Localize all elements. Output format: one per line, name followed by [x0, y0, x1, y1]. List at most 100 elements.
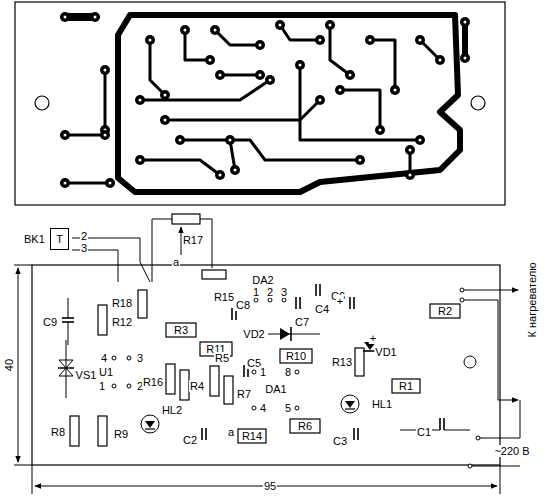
pad-hole	[464, 21, 467, 24]
component-label: R6	[297, 420, 313, 432]
capacitor-symbol	[439, 418, 441, 430]
solder-pad	[375, 125, 385, 135]
component-label: HL1	[371, 398, 393, 410]
resistor-symbol	[430, 304, 460, 318]
component-label: R14	[241, 430, 263, 442]
copper-trace	[300, 65, 420, 140]
component-label: DA2	[251, 274, 274, 286]
led-symbol	[145, 421, 155, 428]
led-symbol	[341, 395, 359, 413]
copper-trace	[280, 25, 320, 40]
capacitor-symbol	[353, 428, 355, 440]
copper-trace	[220, 74, 260, 77]
pad-hole	[339, 89, 342, 92]
capacitor-symbol	[319, 284, 321, 296]
pad-hole	[279, 24, 282, 27]
dimension-line	[18, 268, 19, 462]
component-label: HL2	[161, 404, 183, 416]
pin-or-dimension-label: +	[336, 295, 344, 307]
copper-trace	[215, 30, 260, 45]
copper-trace	[140, 160, 220, 175]
pad-hole	[394, 89, 397, 92]
solder-pad	[335, 85, 345, 95]
resistor-symbol	[172, 214, 200, 224]
resistor-symbol	[224, 376, 233, 404]
component-label: C8	[235, 299, 251, 311]
mounting-hole	[464, 356, 476, 368]
dimension-line	[500, 465, 501, 494]
resistor-symbol	[280, 349, 312, 363]
wire	[444, 430, 470, 431]
solder-pad	[60, 12, 70, 22]
component-label: C9	[42, 316, 58, 328]
dimension-line	[32, 465, 33, 494]
pin-or-dimension-label: 40	[3, 358, 15, 372]
pin-or-dimension-label: 3	[136, 352, 144, 364]
solder-pad	[275, 20, 285, 30]
pad-hole	[409, 149, 412, 152]
capacitor-symbol	[205, 428, 207, 440]
solder-pad	[345, 70, 355, 80]
board-outline	[32, 265, 500, 465]
pad-hole	[409, 174, 412, 177]
copper-trace	[104, 70, 107, 130]
copper-trace	[462, 22, 468, 58]
pin-pad	[468, 464, 472, 468]
pad-hole	[259, 44, 262, 47]
wire	[72, 238, 150, 282]
pad-hole	[234, 169, 237, 172]
pin-or-dimension-label: 1	[252, 286, 260, 298]
resistor-symbol	[392, 379, 420, 393]
component-label: R17	[182, 234, 204, 246]
resistor-symbol	[238, 429, 266, 443]
board-outline	[15, 2, 505, 205]
solder-pad	[230, 165, 240, 175]
pin-pad	[127, 356, 131, 360]
wire	[152, 219, 172, 282]
diode-symbol	[280, 328, 290, 340]
resistor-symbol	[98, 416, 107, 446]
copper-trace	[65, 134, 105, 137]
resistor-symbol	[138, 290, 147, 318]
component-label: R1	[398, 380, 414, 392]
component-label: VD1	[374, 346, 397, 358]
pad-hole	[419, 139, 422, 142]
copper-trace	[330, 25, 350, 75]
pad-hole	[229, 139, 232, 142]
resistor-symbol	[202, 270, 226, 279]
dimension-line	[14, 265, 32, 266]
solder-pad	[415, 35, 425, 45]
pad-hole	[349, 74, 352, 77]
solder-pad	[315, 95, 325, 105]
pin-or-dimension-label: 8	[284, 366, 292, 378]
component-label: R4	[189, 380, 205, 392]
pad-hole	[104, 69, 107, 72]
led-symbol	[141, 415, 159, 433]
component-label: a	[227, 426, 235, 438]
solder-pad	[60, 178, 70, 188]
solder-pad	[460, 53, 470, 63]
component-label: VS1	[75, 369, 98, 381]
pin-pad	[460, 298, 464, 302]
pad-hole	[379, 129, 382, 132]
component-label: C3	[332, 435, 348, 447]
component-label: U1	[98, 366, 114, 378]
pin-pad	[112, 356, 116, 360]
pin-or-dimension-label: 95	[263, 480, 277, 492]
pad-hole	[104, 134, 107, 137]
pad-hole	[64, 16, 67, 19]
resistor-symbol	[210, 366, 219, 396]
component-label: C7	[294, 316, 310, 328]
pin-pad	[282, 298, 286, 302]
solder-pad	[325, 20, 335, 30]
component-label: a	[172, 256, 180, 268]
solder-pad	[90, 12, 100, 22]
solder-pad	[225, 135, 235, 145]
pad-hole	[164, 119, 167, 122]
solder-pad	[215, 70, 225, 80]
solder-pad	[205, 55, 215, 65]
copper-trace	[65, 182, 110, 185]
copper-layer	[15, 2, 505, 205]
pin-pad	[295, 406, 299, 410]
